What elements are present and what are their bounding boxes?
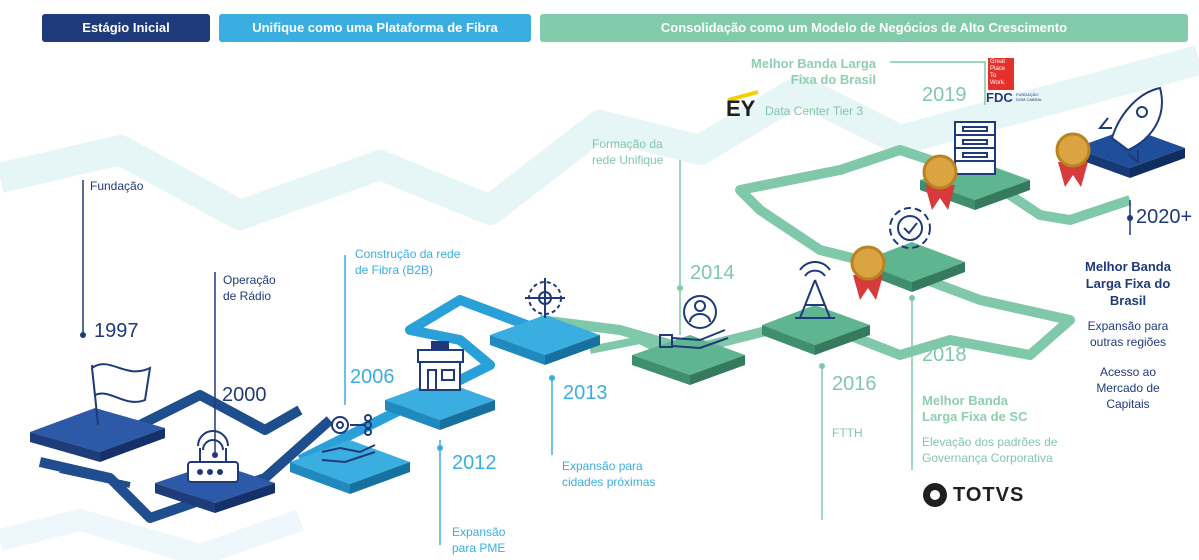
phase-consolidation: Consolidação como um Modelo de Negócios … <box>540 14 1188 42</box>
server-icon <box>954 121 996 175</box>
phase-fiber-platform: Unifique como uma Plataforma de Fibra <box>219 14 531 42</box>
leader-line-2019 <box>890 61 986 105</box>
fdc-logo-text: FDC <box>986 90 1013 105</box>
platform-2014 <box>632 335 745 385</box>
storefront-icon <box>417 341 464 391</box>
background-band <box>0 508 304 560</box>
platform-2016 <box>762 305 870 355</box>
ey-logo <box>727 90 759 102</box>
milestone-2014-year: 2014 <box>690 262 735 284</box>
milestone-1997-label: Fundação <box>90 179 144 193</box>
person-hand-icon <box>659 295 729 350</box>
milestone-2016-year: 2016 <box>832 373 877 395</box>
totvs-logo-text: TOTVS <box>953 484 1025 506</box>
gold-medal-icon <box>850 245 886 300</box>
gear-check-icon <box>889 207 931 249</box>
antenna-tower-icon <box>795 261 835 319</box>
platform-1997 <box>30 408 165 462</box>
milestone-2012-year: 2012 <box>452 452 497 474</box>
milestone-2000-year: 2000 <box>222 384 267 406</box>
platform-2012 <box>385 380 495 430</box>
gptw-logo <box>988 58 1014 90</box>
network-target-icon <box>525 278 565 318</box>
milestone-2019-label: Data Center Tier 3 <box>765 104 864 118</box>
platform-2013 <box>490 315 600 365</box>
milestone-2020-year: 2020+ <box>1136 206 1193 228</box>
milestone-2013-year: 2013 <box>563 382 608 404</box>
milestone-2016-label: FTTH <box>832 426 863 440</box>
ey-logo-text: EY <box>726 96 756 121</box>
flag-icon <box>90 363 152 426</box>
platform-2006 <box>290 440 410 494</box>
gear-hand-icon <box>321 414 376 464</box>
totvs-logo <box>923 483 947 507</box>
phase-initial-stage: Estágio Inicial <box>42 14 210 42</box>
milestone-2006-year: 2006 <box>350 366 395 388</box>
leader-dots <box>80 215 1133 458</box>
router-icon <box>187 430 239 483</box>
milestone-2019-year: 2019 <box>922 84 967 106</box>
path-blue <box>297 295 542 465</box>
background-band <box>0 45 1199 230</box>
milestone-1997-year: 1997 <box>94 320 139 342</box>
path-navy <box>137 390 303 435</box>
rocket-icon <box>1097 86 1163 165</box>
gold-medal-icon <box>1055 132 1091 187</box>
path-navy <box>59 467 131 488</box>
milestone-2018-year: 2018 <box>922 344 967 366</box>
gold-medal-icon <box>922 154 958 210</box>
